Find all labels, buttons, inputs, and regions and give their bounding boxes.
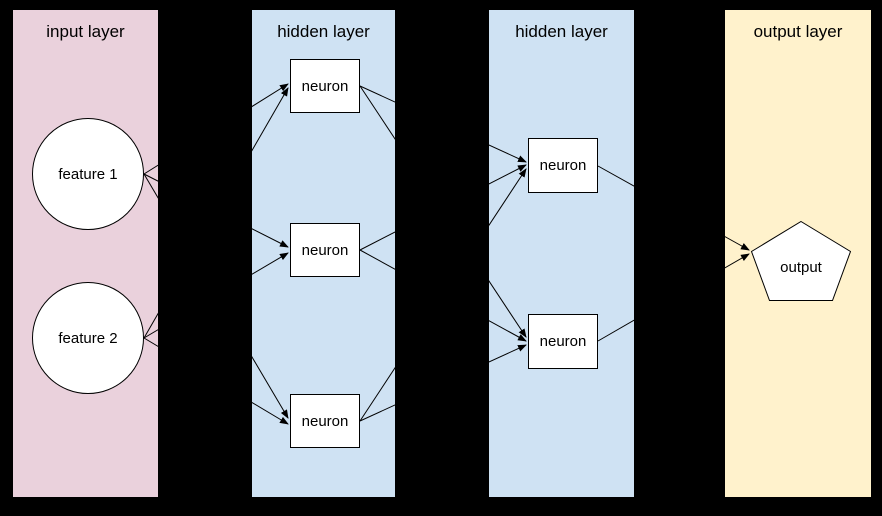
node-output-label: output xyxy=(780,259,822,276)
layer-column-input: input layer xyxy=(13,10,158,497)
node-feature-1-label: feature 1 xyxy=(58,165,118,183)
node-feature-2: feature 2 xyxy=(32,282,144,394)
pentagon-shape xyxy=(751,221,851,301)
node-hidden2-neuron-2-label: neuron xyxy=(539,333,587,350)
node-hidden1-neuron-3-label: neuron xyxy=(301,412,349,430)
node-hidden2-neuron-1: neuron xyxy=(528,138,598,193)
node-hidden2-neuron-2: neuron xyxy=(528,314,598,369)
node-hidden1-neuron-3: neuron xyxy=(290,394,360,448)
node-hidden1-neuron-2: neuron xyxy=(290,223,360,277)
node-hidden1-neuron-1: neuron xyxy=(290,59,360,113)
node-hidden2-neuron-1-label: neuron xyxy=(539,157,587,174)
node-output: output xyxy=(751,221,851,301)
node-hidden1-neuron-1-label: neuron xyxy=(301,77,349,95)
node-feature-1: feature 1 xyxy=(32,118,144,230)
layer-column-hidden-2: hidden layer xyxy=(489,10,634,497)
layer-title-input: input layer xyxy=(46,22,125,41)
layer-title-hidden-1: hidden layer xyxy=(277,22,370,41)
node-hidden1-neuron-2-label: neuron xyxy=(301,241,349,259)
node-feature-2-label: feature 2 xyxy=(58,329,118,347)
layer-title-hidden-2: hidden layer xyxy=(515,22,608,41)
layer-title-output: output layer xyxy=(753,22,843,41)
